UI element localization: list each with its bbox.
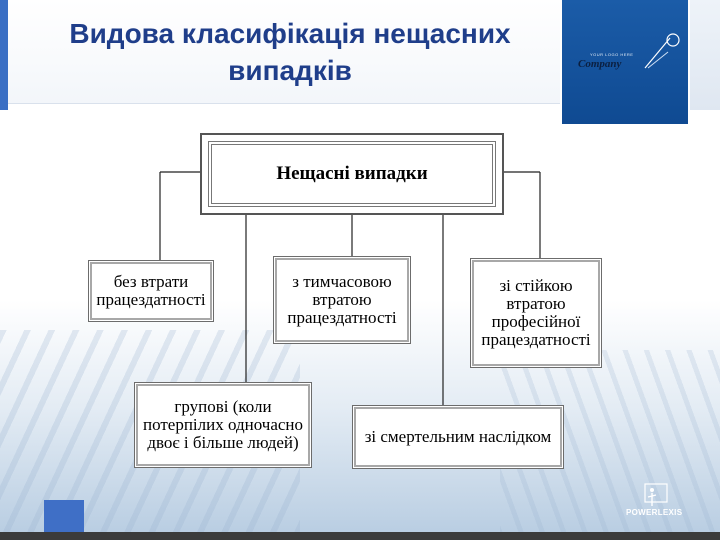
- root-node-label: Нещасні випадки: [208, 141, 496, 207]
- brand-figure-icon: [644, 483, 668, 506]
- logo-swoosh-icon: [644, 33, 680, 69]
- node-group-accidents: групові (коли потерпілих одночасно двоє …: [134, 382, 312, 468]
- company-logo-box: [562, 0, 688, 124]
- left-accent-bar: [0, 0, 8, 110]
- slide-title: Видова класифікація нещасних випадків: [69, 18, 511, 86]
- root-node: Нещасні випадки: [200, 133, 504, 215]
- logo-wordmark: Company: [578, 58, 622, 70]
- bottom-bar: [0, 532, 720, 540]
- logo-tagline: YOUR LOGO HERE: [590, 52, 634, 57]
- brand-name: POWERLEXIS: [626, 508, 683, 517]
- node-temporary-disability: з тимчасовою втратою працездатності: [273, 256, 411, 344]
- node-fatal-outcome: зі смертельним наслідком: [352, 405, 564, 469]
- decorative-blue-square: [44, 500, 84, 532]
- header-right-strip: [690, 0, 720, 110]
- header-band: [8, 0, 560, 104]
- node-no-disability: без втрати працездатності: [88, 260, 214, 322]
- node-permanent-disability: зі стійкою втратою професійної працездат…: [470, 258, 602, 368]
